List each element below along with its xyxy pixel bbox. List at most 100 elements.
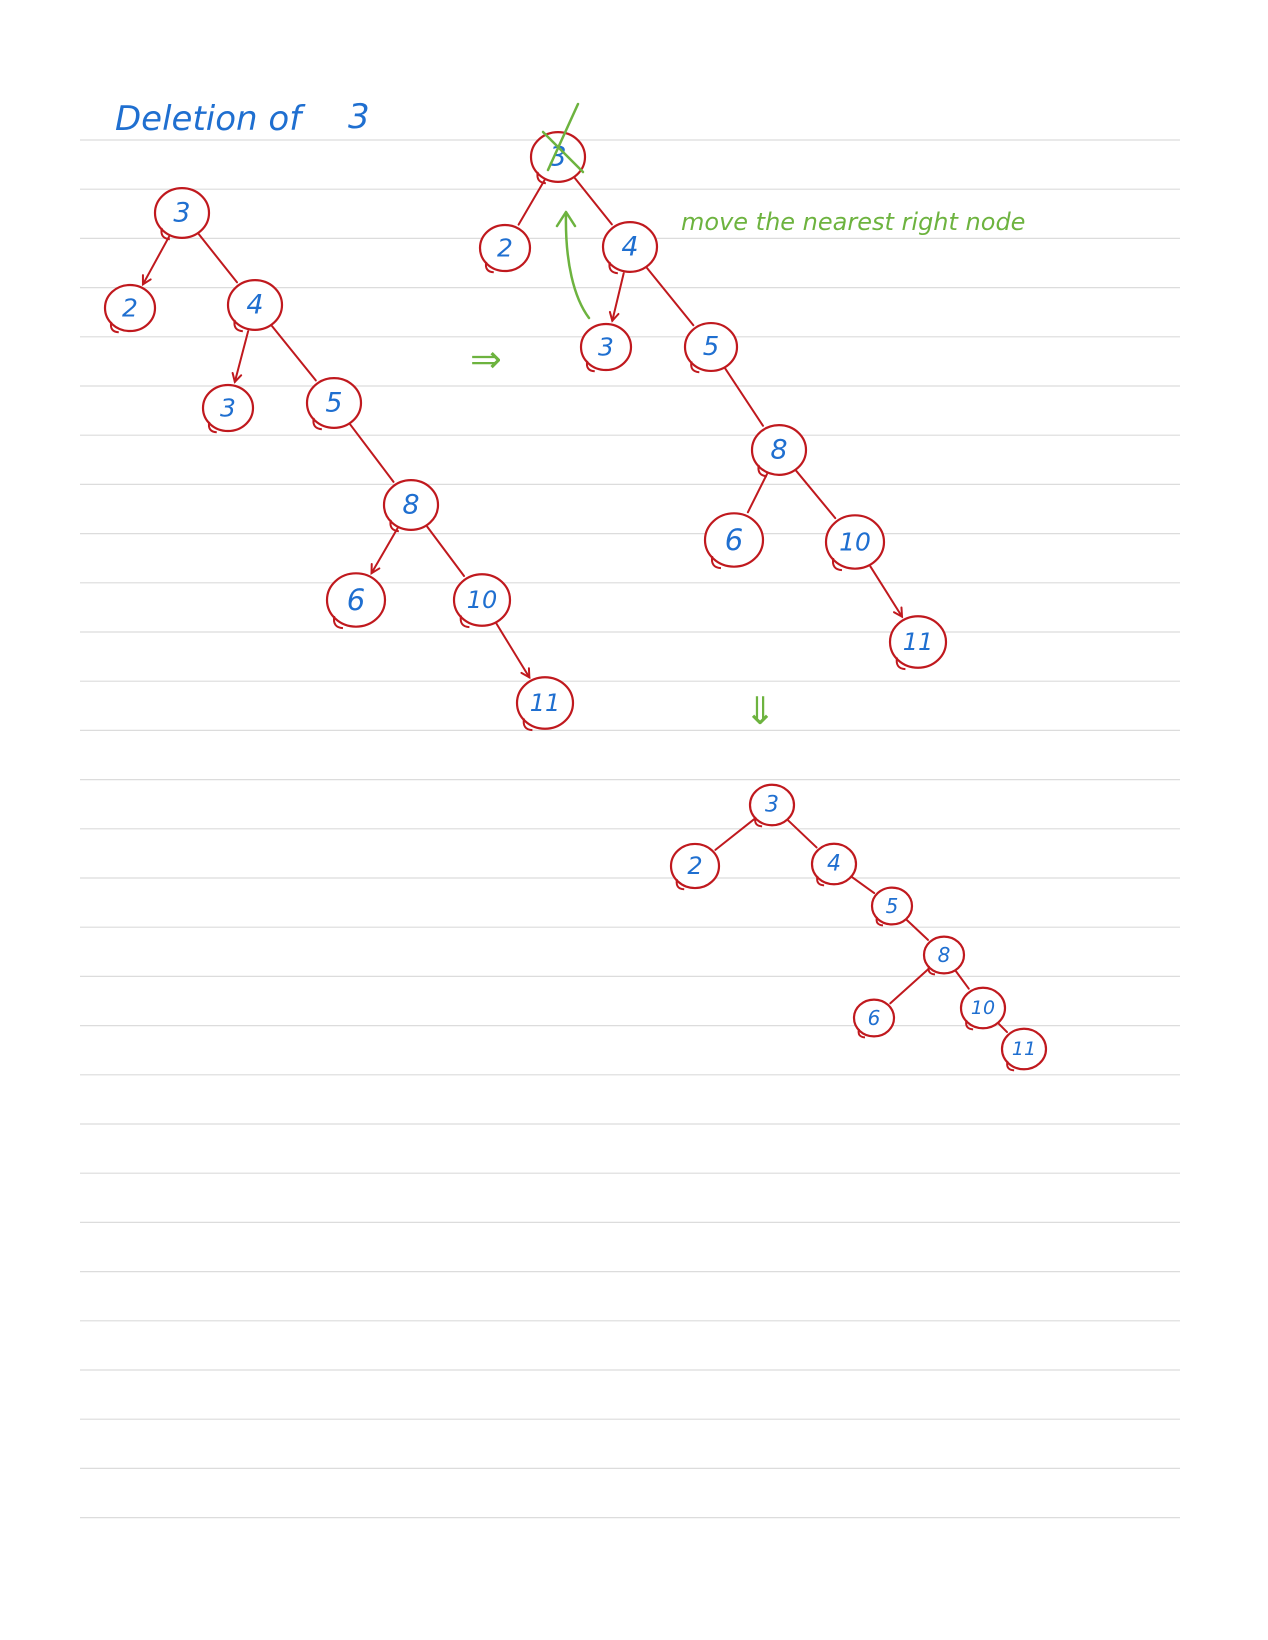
- node-stroke-tail: [608, 261, 618, 275]
- tree-node: 8: [922, 935, 966, 976]
- tree-node: 10: [452, 573, 512, 629]
- tree-node: 11: [515, 676, 575, 732]
- node-stroke-tail: [312, 417, 322, 431]
- tree-edge: [349, 423, 395, 483]
- node-label: 4: [246, 290, 263, 321]
- node-label: 3: [549, 142, 566, 173]
- tree-node: 10: [959, 986, 1007, 1031]
- node-label: 2: [687, 852, 702, 880]
- tree-edge: [795, 469, 837, 520]
- tree-node: 4: [226, 279, 284, 333]
- node-label: 2: [122, 294, 138, 323]
- tree-node: 8: [750, 424, 808, 478]
- tree-node: 2: [103, 283, 157, 334]
- node-stroke-tail: [459, 615, 470, 629]
- tree-node: 11: [888, 615, 948, 671]
- node-label: 11: [530, 689, 561, 717]
- down-arrow-icon: ⇓: [744, 689, 776, 733]
- tree-node: 5: [870, 886, 914, 927]
- node-circle: [201, 383, 255, 433]
- tree-node: 10: [824, 514, 886, 572]
- edge-arrowhead: [141, 274, 152, 287]
- node-label: 5: [325, 388, 342, 419]
- node-stroke-tail: [207, 421, 217, 434]
- node-stroke-tail: [109, 321, 119, 334]
- node-label: 3: [173, 198, 190, 229]
- tree-edge: [611, 272, 625, 322]
- tree-node: 3: [201, 383, 255, 434]
- tree-edge: [495, 622, 531, 679]
- node-label: 8: [402, 490, 419, 521]
- node-stroke-tail: [757, 464, 767, 478]
- node-stroke-tail: [585, 360, 595, 373]
- node-circle: [750, 424, 808, 476]
- tree-node: 5: [305, 377, 363, 431]
- edge-arrowhead: [893, 606, 904, 619]
- node-stroke-tail: [895, 657, 906, 671]
- node-label: 10: [467, 586, 498, 614]
- tree-edge: [270, 325, 317, 382]
- node-circle: [824, 514, 886, 570]
- node-stroke-tail: [754, 816, 763, 828]
- node-circle: [325, 572, 387, 628]
- tree-edge: [233, 330, 250, 383]
- node-circle: [478, 223, 532, 273]
- tree-edge: [197, 233, 238, 284]
- tree-edge: [517, 179, 546, 226]
- node-stroke-tail: [875, 916, 884, 927]
- tree-edge: [905, 918, 929, 941]
- node-label: 3: [765, 793, 779, 818]
- node-label: 10: [971, 997, 995, 1019]
- node-circle: [922, 935, 966, 975]
- node-circle: [452, 573, 512, 627]
- node-circle: [382, 479, 440, 531]
- node-label: 6: [347, 583, 365, 617]
- node-stroke-tail: [1006, 1060, 1015, 1072]
- node-stroke-tail: [484, 261, 494, 274]
- tree-node: 6: [852, 998, 896, 1039]
- tree-edge: [869, 565, 904, 618]
- node-circle: [515, 676, 575, 730]
- edge-arrowhead: [520, 667, 531, 680]
- delete-cross-icon: [541, 102, 585, 174]
- page-title: Deletion of: [115, 99, 306, 139]
- annotation-text: move the nearest right node: [681, 208, 1025, 236]
- tree-edge: [954, 970, 970, 990]
- tree-node: 8: [382, 479, 440, 533]
- tree-node: 3: [748, 783, 796, 828]
- node-label: 11: [903, 628, 934, 656]
- node-label: 4: [621, 232, 638, 263]
- node-label: 8: [938, 943, 951, 967]
- tree-edge: [746, 473, 768, 514]
- ruled-lines: [80, 139, 1180, 1519]
- tree-edge: [573, 177, 613, 226]
- tree-node: 3: [153, 187, 211, 241]
- node-circle: [683, 321, 739, 373]
- node-label: 2: [497, 234, 513, 263]
- tree-edge: [645, 266, 695, 327]
- node-label: 6: [868, 1006, 881, 1030]
- node-label: 3: [220, 394, 236, 423]
- node-stroke-tail: [233, 319, 243, 333]
- tree-edge: [997, 1022, 1009, 1034]
- tree-node: 2: [669, 842, 721, 891]
- node-label: 5: [703, 332, 720, 362]
- move-up-arrow-icon: [555, 210, 591, 320]
- tree-edge: [889, 967, 931, 1005]
- node-circle: [601, 221, 659, 273]
- node-label: 10: [839, 528, 871, 557]
- node-stroke-tail: [831, 557, 843, 572]
- tree-node: 3: [529, 131, 587, 185]
- tree-node: 5: [683, 321, 739, 374]
- node-stroke-tail: [690, 361, 700, 374]
- node-stroke-tail: [522, 718, 533, 732]
- edge-arrowhead: [370, 563, 381, 575]
- tree-node: 3: [579, 322, 633, 373]
- node-circle: [226, 279, 284, 331]
- node-stroke-tail: [710, 555, 722, 570]
- node-circle: [888, 615, 948, 669]
- node-stroke-tail: [160, 227, 170, 241]
